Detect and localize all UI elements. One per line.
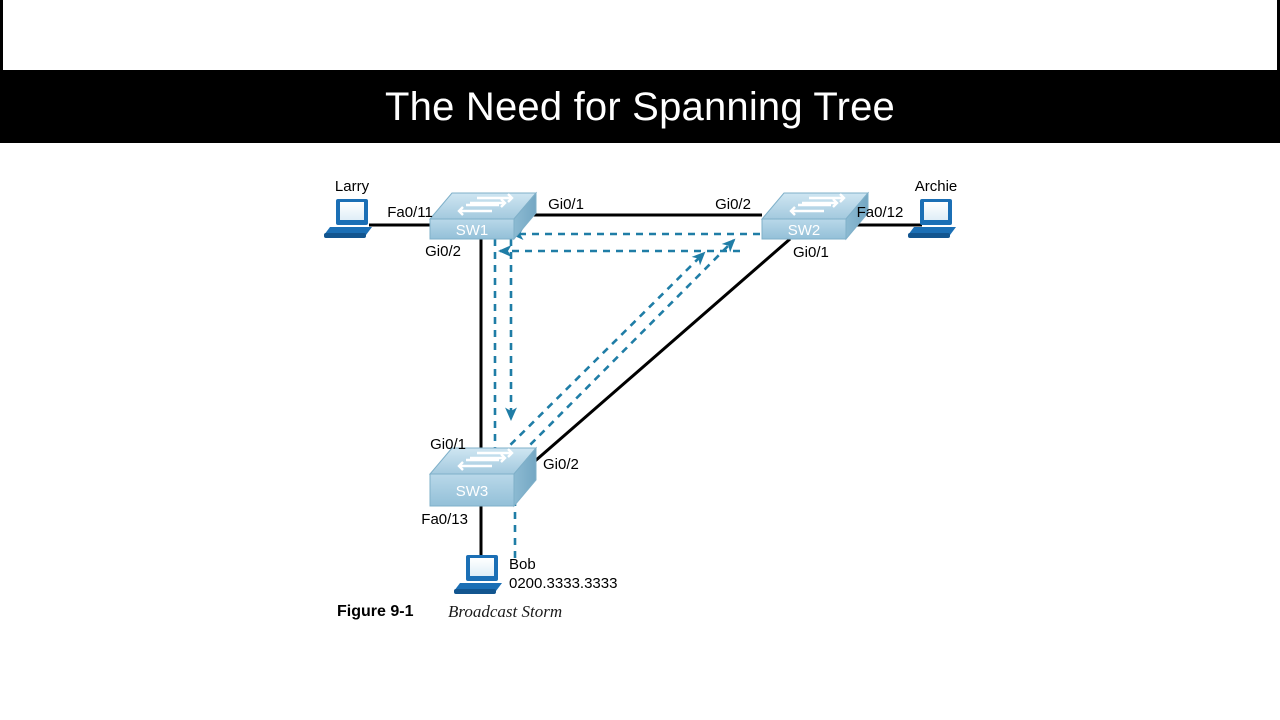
broadcast-flow-arrows: [489, 228, 760, 558]
port-label-archie-sw2: Fa0/12: [857, 204, 904, 221]
link-sw3-sw2: [526, 237, 791, 470]
port-label-group: Fa0/11 Gi0/1 Gi0/2 Fa0/12 Gi0/2 Gi0/1 Gi…: [387, 196, 903, 528]
sw1-side-face: [513, 191, 537, 241]
sw3-label: SW3: [456, 483, 489, 500]
port-label-sw2-sw1: Gi0/2: [715, 196, 751, 213]
flow-sw3-to-sw2-a: [511, 238, 736, 464]
network-topology-svg: SW1 SW2: [324, 178, 957, 621]
bob-keyboard: [454, 589, 496, 594]
archie-monitor-screen: [924, 202, 948, 220]
flow-sw3-to-sw2-b: [491, 251, 706, 464]
port-label-sw3-sw2: Gi0/2: [543, 456, 579, 473]
bob-monitor-screen: [470, 558, 494, 576]
host-archie[interactable]: Archie: [908, 178, 957, 238]
bob-label: Bob: [509, 556, 536, 573]
port-label-larry-sw1: Fa0/11: [387, 204, 433, 221]
sw3-side-face: [513, 446, 537, 508]
physical-links: [369, 213, 922, 555]
port-label-sw1-sw3: Gi0/2: [425, 243, 461, 260]
port-label-bob-sw3: Fa0/13: [421, 511, 468, 528]
sw3-switch-arrows-glyph: [457, 448, 514, 471]
slide-title-bar: The Need for Spanning Tree: [0, 70, 1280, 143]
switch-sw2[interactable]: SW2: [760, 191, 870, 241]
sw2-label: SW2: [788, 222, 821, 239]
page-title: The Need for Spanning Tree: [385, 84, 895, 129]
host-larry[interactable]: Larry: [324, 178, 372, 238]
sw1-label: SW1: [456, 222, 489, 239]
larry-label: Larry: [335, 178, 370, 195]
switch-sw1[interactable]: SW1: [428, 191, 538, 241]
archie-keyboard: [908, 233, 950, 238]
host-bob[interactable]: Bob 0200.3333.3333: [454, 555, 617, 594]
port-label-sw2-sw3: Gi0/1: [793, 244, 829, 261]
figure-caption-title: Broadcast Storm: [448, 602, 562, 621]
larry-monitor-screen: [340, 202, 364, 220]
sw1-switch-arrows-glyph: [457, 193, 514, 216]
sw2-side-face: [845, 191, 869, 241]
port-label-sw1-sw2: Gi0/1: [548, 196, 584, 213]
bob-mac-address: 0200.3333.3333: [509, 575, 617, 592]
network-diagram: SW1 SW2: [0, 143, 1280, 720]
port-label-sw3-sw1: Gi0/1: [430, 436, 466, 453]
sw2-switch-arrows-glyph: [789, 193, 846, 216]
archie-label: Archie: [915, 178, 958, 195]
figure-caption: Figure 9-1 Broadcast Storm: [337, 602, 562, 621]
larry-keyboard: [324, 233, 366, 238]
figure-caption-label: Figure 9-1: [337, 603, 414, 620]
switch-sw3[interactable]: SW3: [428, 446, 538, 508]
